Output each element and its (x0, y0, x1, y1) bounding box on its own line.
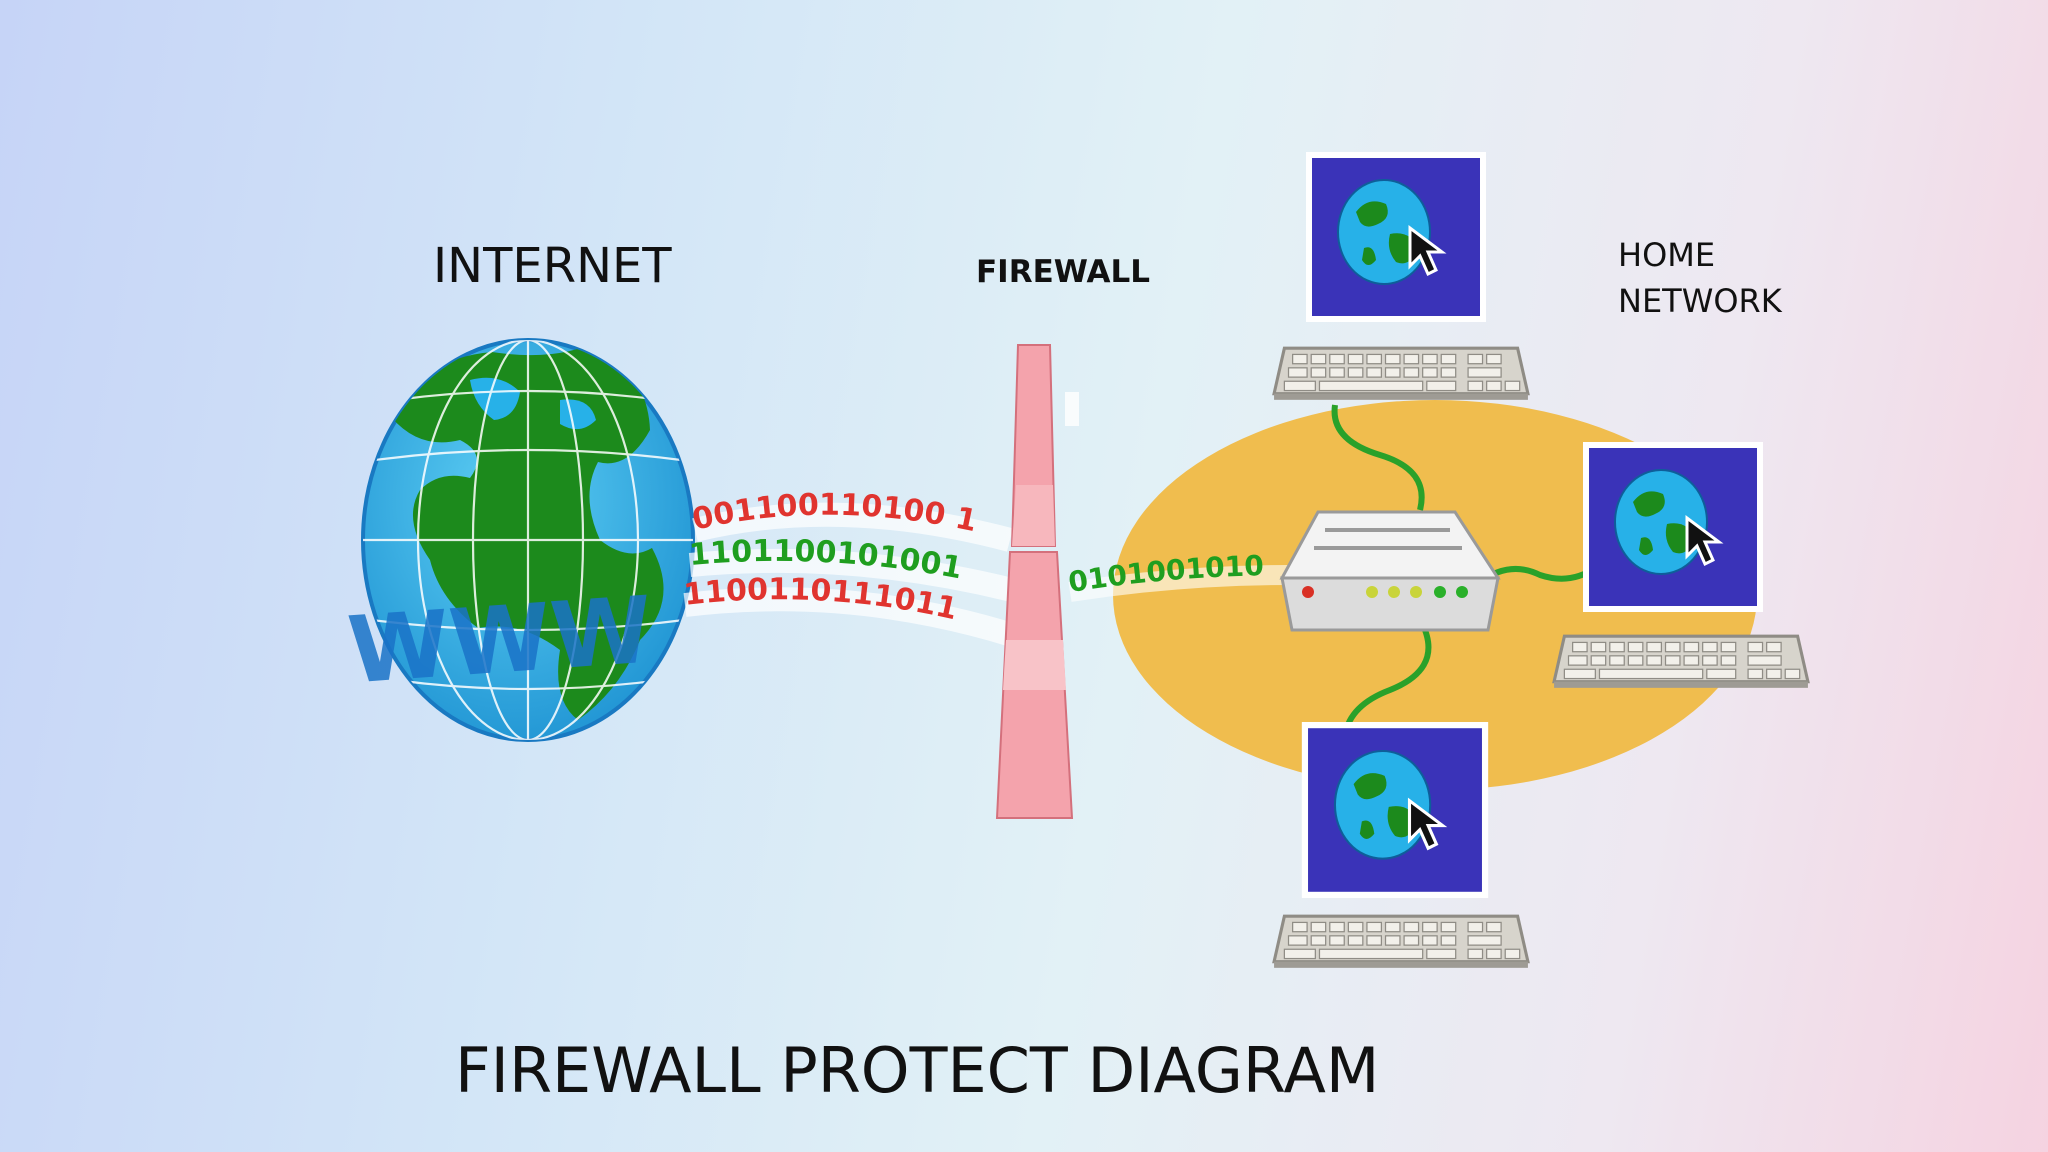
home-network-label: HOME NETWORK (1618, 232, 1782, 324)
home-label-line1: HOME (1618, 236, 1716, 274)
firewall-tower (995, 344, 1079, 819)
monitor-icon (1300, 722, 1490, 898)
network-cables (1331, 404, 1597, 736)
diagram-title: FIREWALL PROTECT DIAGRAM (455, 1034, 1380, 1107)
globe-www-text: WWW (344, 577, 655, 705)
computer-top (1272, 152, 1530, 402)
monitor-icon (1305, 152, 1487, 322)
computer-right (1552, 442, 1810, 690)
monitor-icon (1582, 442, 1764, 612)
globe-icon: WWW (344, 338, 695, 742)
router-icon (1279, 510, 1501, 632)
home-label-line2: NETWORK (1618, 282, 1782, 320)
internet-label: INTERNET (433, 238, 672, 294)
keyboard-icon (1272, 346, 1530, 402)
keyboard-icon (1552, 634, 1810, 690)
keyboard-icon (1272, 914, 1530, 970)
firewall-label: FIREWALL (976, 254, 1151, 290)
